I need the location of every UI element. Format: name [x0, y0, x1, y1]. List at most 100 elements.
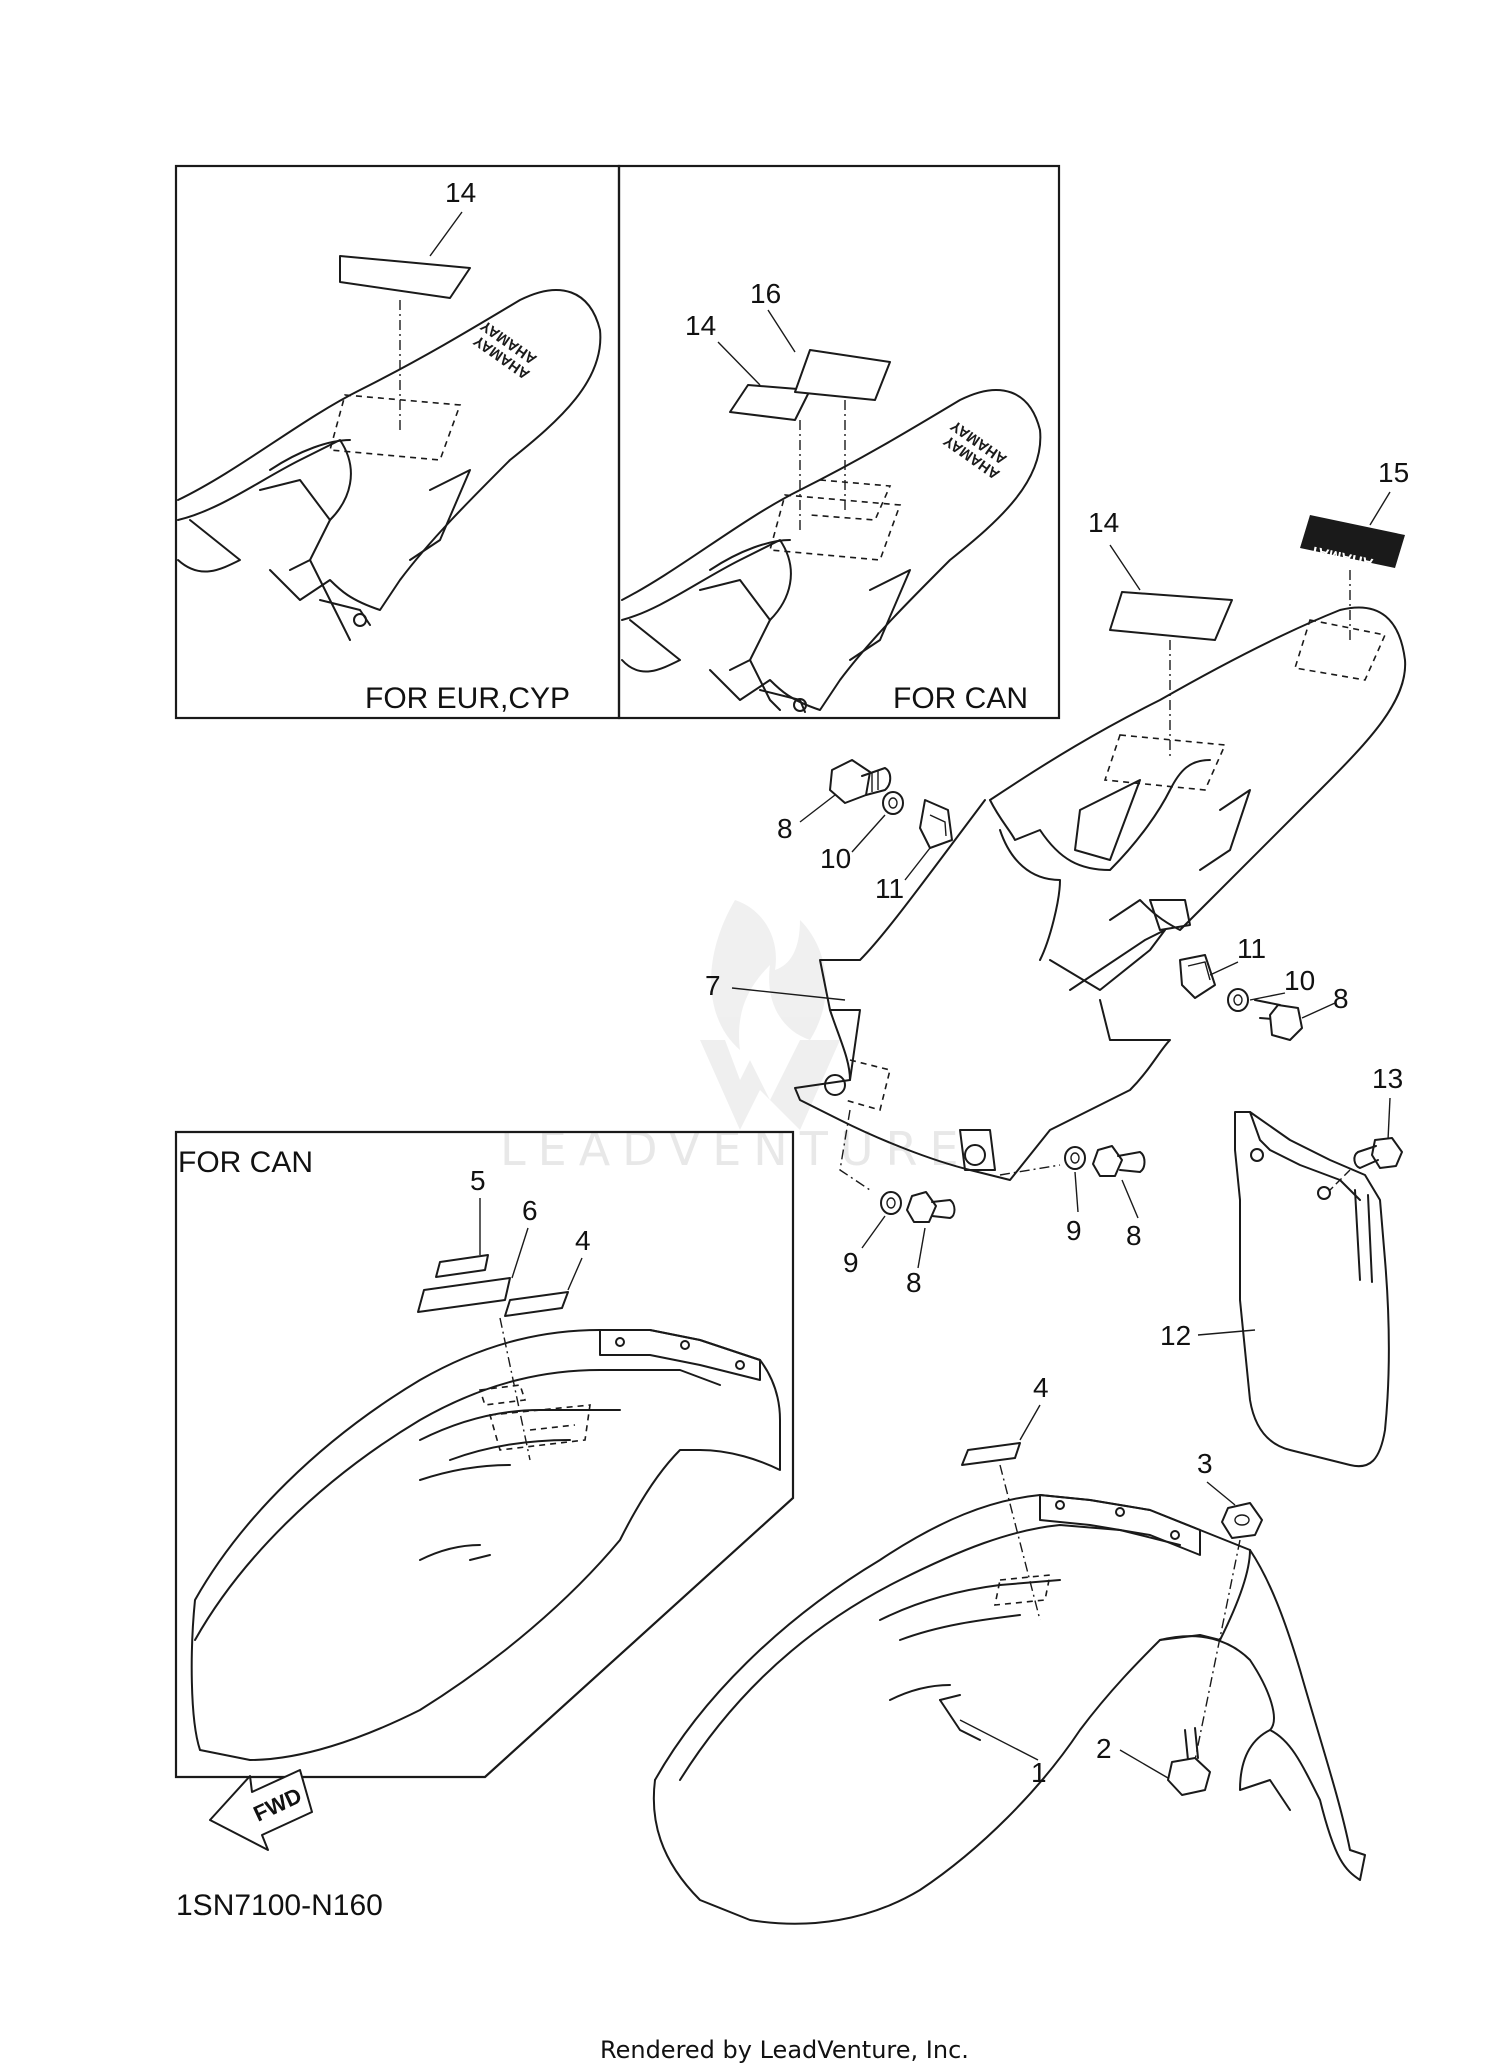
mount-hole — [735, 1360, 745, 1370]
washer — [1064, 1146, 1086, 1170]
label-decal — [961, 1442, 1021, 1466]
leader-line — [999, 1464, 1041, 1621]
label-decal — [417, 1277, 511, 1313]
rear-fender-edge — [989, 759, 1211, 871]
rear-fender-cutout — [849, 569, 911, 661]
leader-line — [1197, 1329, 1256, 1336]
rear-fender-cutout — [409, 469, 471, 561]
label-decal — [504, 1291, 569, 1317]
inset-eur-cyp-frame — [174, 164, 621, 720]
bolt — [1167, 1727, 1211, 1796]
inner-fender-edge — [999, 829, 1061, 961]
inset-can-rear-frame — [617, 164, 1061, 720]
leader-line — [567, 1257, 583, 1291]
rear-fender-cutout — [1074, 779, 1141, 861]
callout-4: 4 — [1033, 1372, 1049, 1403]
callout-4: 4 — [575, 1225, 591, 1256]
leader-line — [959, 1719, 1039, 1761]
callout-8: 8 — [906, 1267, 922, 1298]
yamaha-decal — [1300, 515, 1405, 568]
callout-11: 11 — [1237, 933, 1266, 964]
inset-can-front-caption: FOR CAN — [178, 1146, 313, 1179]
callout-10: 10 — [1284, 965, 1315, 996]
decal-position — [994, 1574, 1051, 1606]
washer — [1227, 988, 1249, 1012]
mount-hole — [1250, 1148, 1264, 1162]
callout-11: 11 — [875, 873, 904, 904]
leader-line — [429, 211, 463, 257]
front-fender-outline — [652, 1549, 1251, 1925]
decal-position — [768, 494, 902, 561]
callout-16: 16 — [750, 278, 781, 309]
mount-hole — [1115, 1507, 1125, 1517]
front-fender-outline — [654, 1494, 1366, 1881]
leader-line — [1249, 992, 1286, 1001]
bolt — [906, 1191, 956, 1223]
callout-13: 13 — [1372, 1063, 1403, 1094]
front-fender-edge — [939, 1699, 981, 1741]
leader-line — [1019, 1404, 1041, 1441]
leader-line — [917, 1227, 926, 1269]
mount-tab — [1149, 899, 1191, 931]
mount-tab — [959, 1129, 996, 1171]
inset-can-rear-caption: FOR CAN — [893, 682, 1028, 715]
leader-line — [799, 794, 836, 823]
leader-line — [861, 1215, 886, 1249]
callout-2: 2 — [1096, 1733, 1112, 1764]
callout-12: 12 — [1160, 1320, 1191, 1351]
callout-10: 10 — [820, 843, 851, 874]
callout-14: 14 — [1088, 507, 1119, 538]
rear-fender-edge — [621, 539, 792, 621]
label-decal — [435, 1254, 489, 1278]
clip-nut — [1179, 954, 1216, 999]
inner-fender-outline — [794, 799, 1171, 1181]
leader-line — [1329, 1169, 1351, 1191]
callout-8: 8 — [1333, 983, 1349, 1014]
label-decal — [339, 255, 471, 299]
inset-can-front-frame — [174, 1130, 795, 1779]
mud-flap-rib — [1354, 1189, 1373, 1283]
decal-position — [1103, 734, 1227, 791]
mud-flap-edge — [1249, 1111, 1361, 1201]
bolt — [1254, 999, 1303, 1041]
mud-flap — [1234, 1111, 1390, 1468]
callout-1: 1 — [1031, 1757, 1047, 1788]
mount-boss — [824, 1074, 846, 1096]
diagram-code: 1SN7100-N160 — [176, 1889, 383, 1922]
rear-fender-mount — [309, 559, 371, 641]
leader-line — [1209, 961, 1239, 976]
rear-fender-edge — [177, 519, 241, 573]
decal-position — [478, 1384, 527, 1406]
front-fender-ridge — [879, 1579, 1061, 1641]
mount-boss — [964, 1144, 986, 1166]
bolt — [1092, 1145, 1146, 1177]
washer — [882, 791, 904, 815]
inner-fender-rib — [1049, 929, 1166, 991]
mount-hole — [793, 698, 807, 712]
leader-line — [1387, 1097, 1391, 1141]
leader-line — [499, 1317, 531, 1461]
rear-fender-cutout — [259, 439, 351, 571]
inset-can-rear: 16 14 YAMAHA YAMAHA FOR CAN — [617, 164, 1061, 720]
leader-line — [767, 309, 796, 353]
callout-15: 15 — [1378, 457, 1409, 488]
label-decal — [794, 349, 891, 401]
fwd-arrow-icon: FWD — [209, 1769, 313, 1851]
decal-position — [488, 1404, 591, 1451]
rear-fender-edge — [177, 439, 352, 521]
leader-line — [851, 814, 886, 853]
leader-line — [717, 341, 761, 386]
leader-line — [1119, 1749, 1169, 1779]
decal-position — [328, 394, 462, 461]
front-fender-ridge — [419, 1464, 511, 1481]
callout-6: 6 — [522, 1195, 538, 1226]
label-decal — [1109, 591, 1233, 641]
leader-line — [1301, 1002, 1336, 1019]
callout-9: 9 — [843, 1247, 859, 1278]
leader-line — [1369, 491, 1391, 526]
front-fender-ridge — [194, 1369, 721, 1641]
bolt — [829, 759, 892, 804]
front-fender-outline — [190, 1329, 781, 1761]
rear-fender-outline — [989, 606, 1407, 931]
